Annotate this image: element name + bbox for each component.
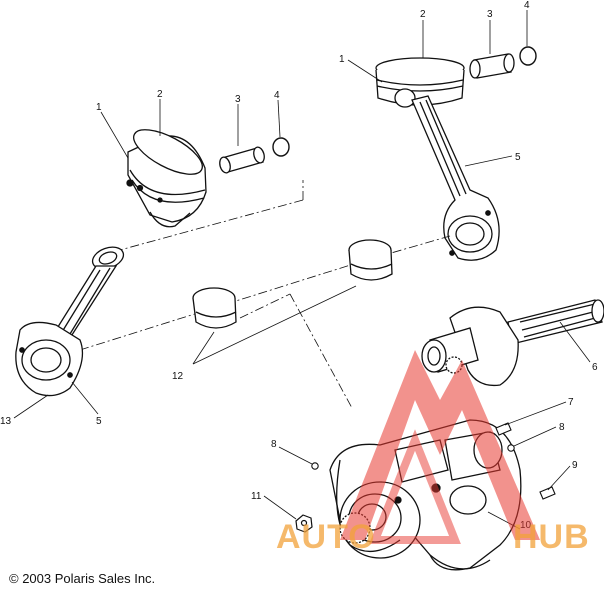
plug-8-left [311,462,319,470]
bearing-right [348,239,393,281]
connecting-rod-left [15,246,125,397]
callout-3-top-left: 3 [235,94,241,105]
callout-9: 9 [572,460,578,471]
callout-2-top-right: 2 [420,9,426,20]
callout-6: 6 [592,362,598,373]
connecting-rod-right [411,95,500,261]
leaders-bearings [192,285,357,365]
leaders-top-right [347,10,528,167]
leaders-rod-left [13,381,99,419]
dowel-9 [539,486,556,500]
callout-1-top-right: 1 [339,54,345,65]
piston-left [126,129,207,228]
circlip-left [272,137,290,157]
watermark-text-right: HUB [513,518,590,556]
nut-11 [295,514,313,533]
callout-4-top-left: 4 [274,90,280,101]
callout-4-top-right: 4 [524,0,530,11]
wrist-pin-left [219,146,265,174]
callout-1-top-left: 1 [96,102,102,113]
dowel-7 [495,422,512,436]
callout-5-rod-left: 5 [96,416,102,427]
watermark-text-left: AUTO [276,518,376,556]
callout-7: 7 [568,397,574,408]
wrist-pin-right [469,53,515,79]
leaders-crank [263,321,591,530]
callout-2-top-left: 2 [157,89,163,100]
bearing-left [192,287,237,329]
centerlines [79,180,451,409]
crankshaft-upper [421,299,604,387]
callout-8-left: 8 [271,439,277,450]
callout-13: 13 [0,416,12,427]
callout-11: 11 [251,491,262,502]
callout-8-right: 8 [559,422,565,433]
plug-8-right [507,444,515,452]
watermark-triangle-icon [340,350,540,540]
leaders-top-left [100,99,281,159]
callout-12: 12 [172,371,184,382]
callout-3-top-right: 3 [487,9,493,20]
watermark-logo: AUTO HUB [276,350,590,556]
copyright-notice: © 2003 Polaris Sales Inc. [9,571,155,586]
circlip-right [519,46,537,66]
callout-5-top-right: 5 [515,152,521,163]
